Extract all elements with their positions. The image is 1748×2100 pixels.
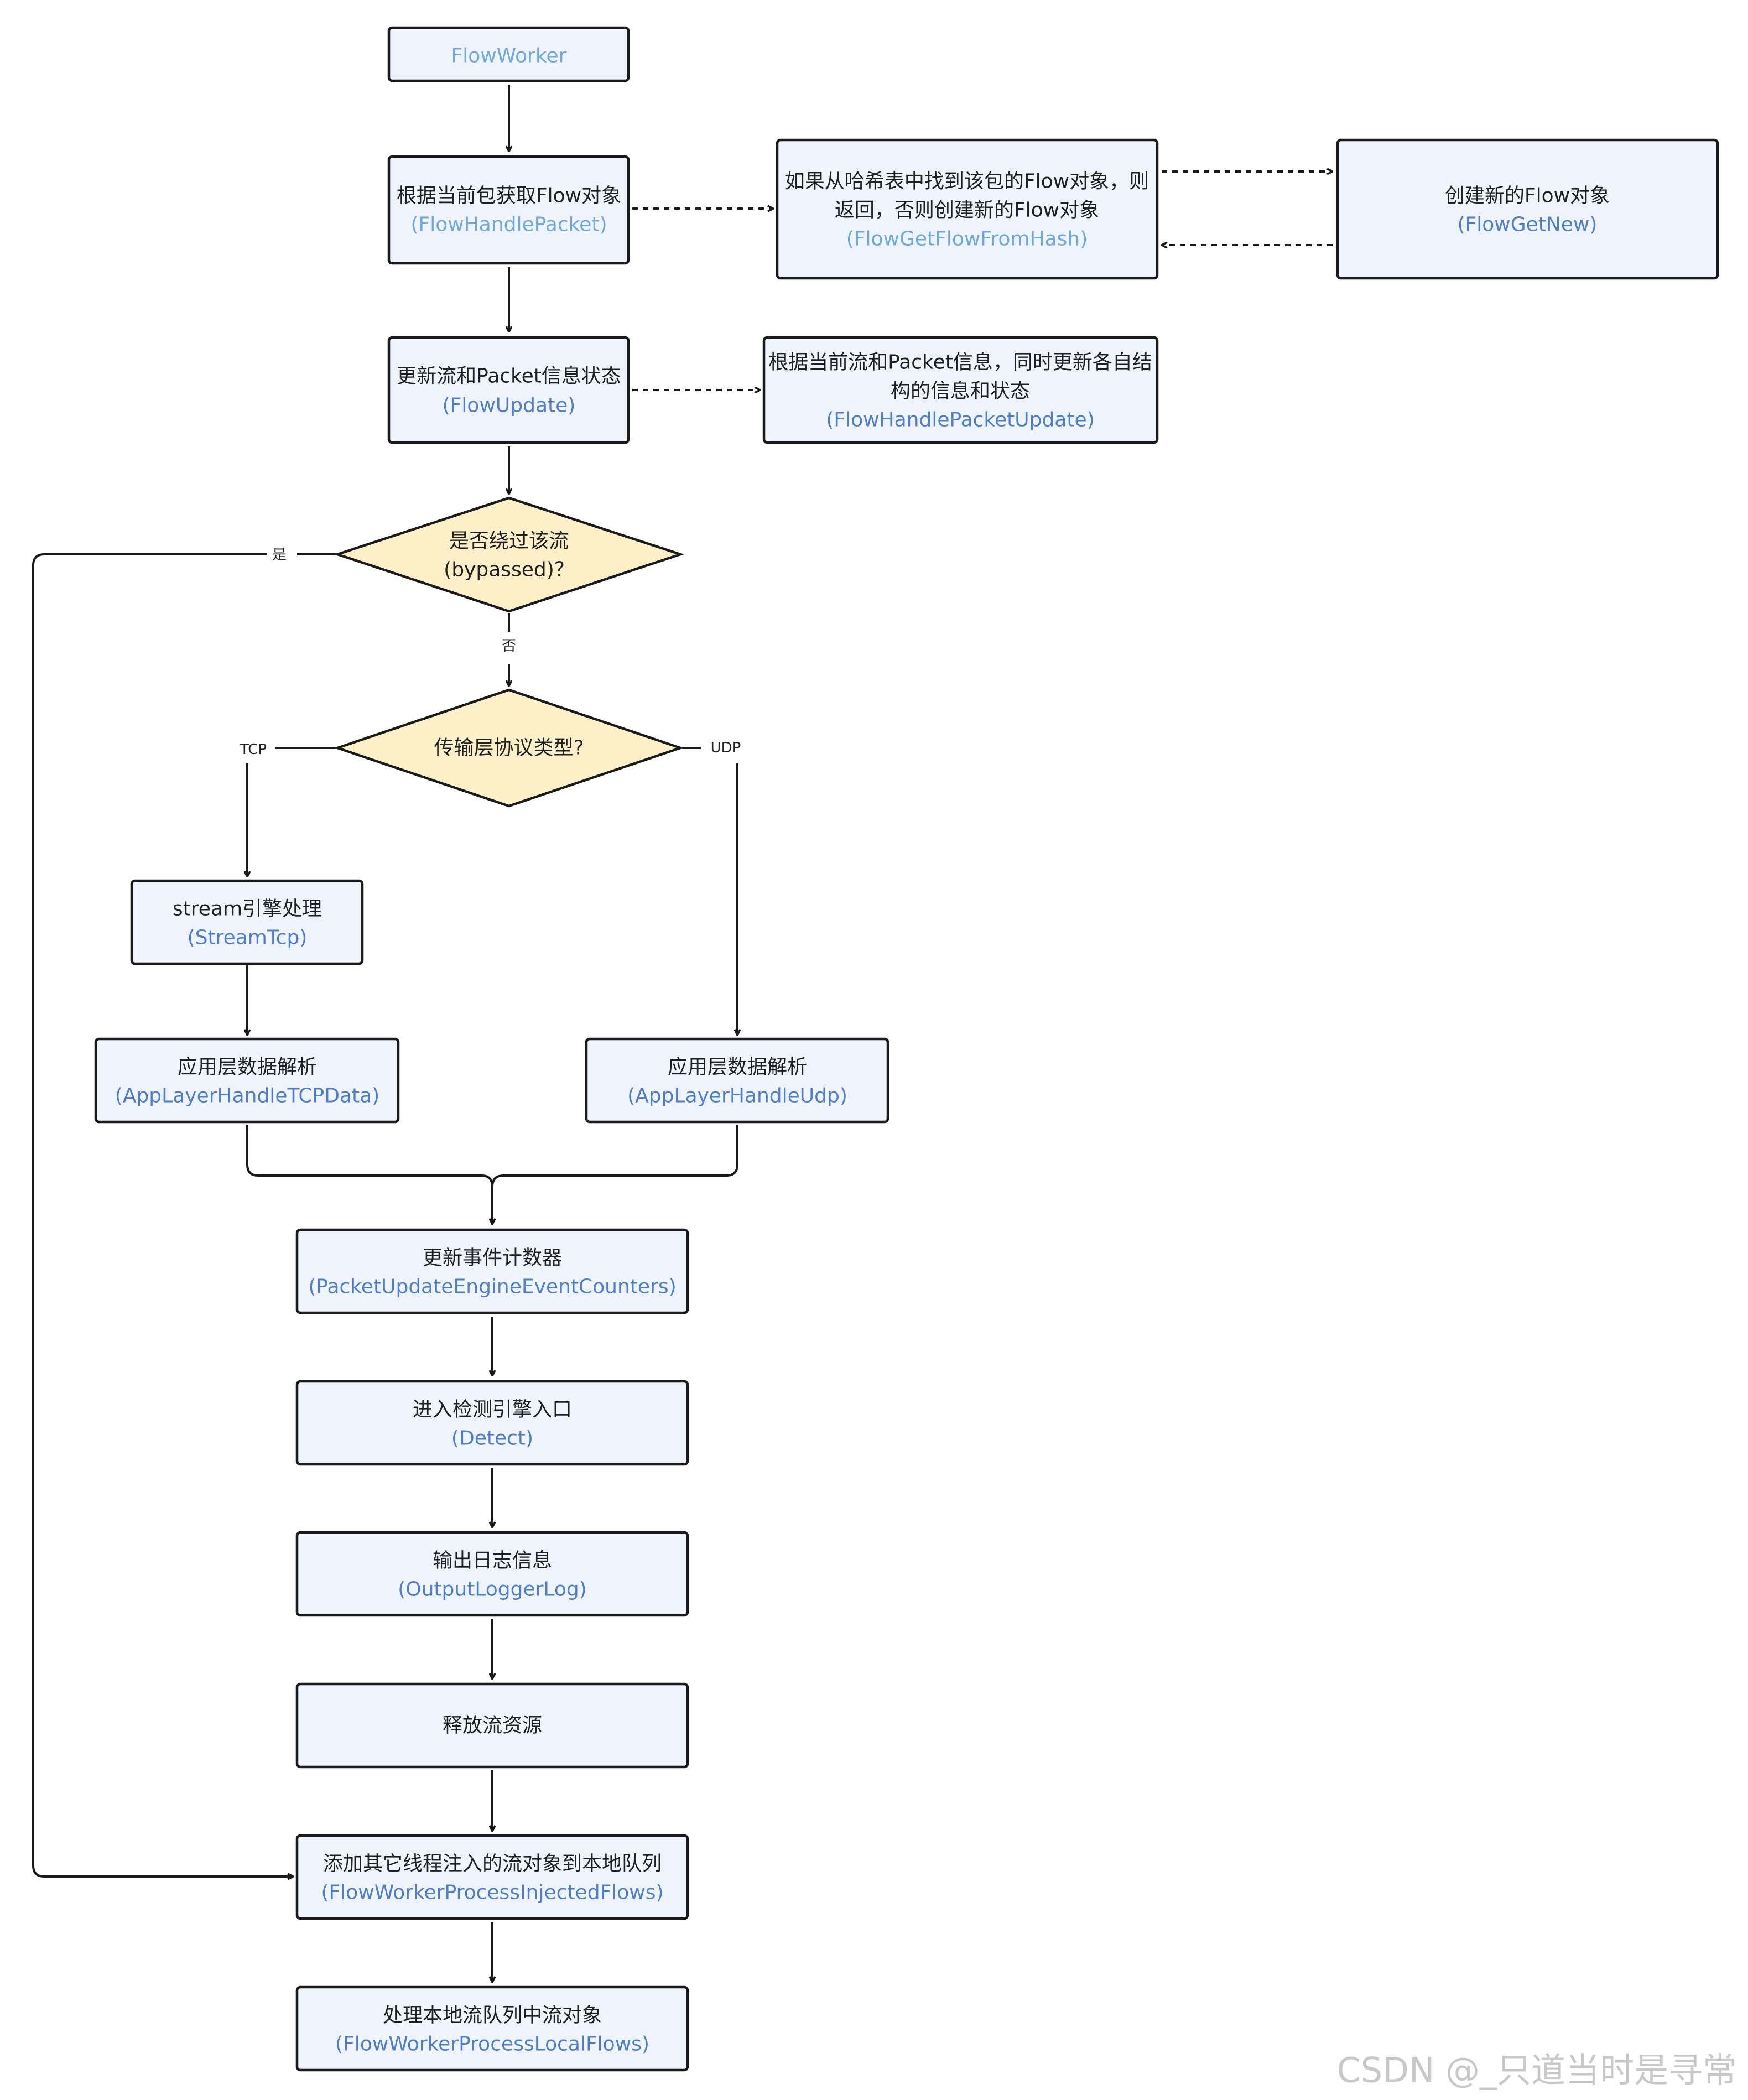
node-flowworker-label: FlowWorker xyxy=(451,45,566,67)
node-flow-handle-packet: 根据当前包获取Flow对象 (FlowHandlePacket) xyxy=(387,155,630,265)
node-release-flow: 释放流资源 xyxy=(295,1682,689,1769)
node-app-layer-tcp-func: (AppLayerHandleTCPData) xyxy=(115,1085,379,1108)
edge-label-udp: UDP xyxy=(711,740,741,756)
node-output-logger: 输出日志信息 (OutputLoggerLog) xyxy=(295,1531,689,1617)
node-stream-tcp-func: (StreamTcp) xyxy=(188,927,308,949)
node-flow-get-new-func: (FlowGetNew) xyxy=(1458,214,1598,236)
node-flowworker: FlowWorker xyxy=(387,26,630,82)
node-process-injected-flows: 添加其它线程注入的流对象到本地队列 (FlowWorkerProcessInje… xyxy=(295,1834,689,1920)
node-flow-handle-packet-update-line2: 构的信息和状态 xyxy=(891,380,1030,403)
decision-transport-protocol: 传输层协议类型? xyxy=(333,688,685,808)
node-update-event-counters-title: 更新事件计数器 xyxy=(423,1247,562,1270)
edge-bypassed-yes-to-injected xyxy=(32,553,293,1877)
edge-label-tcp: TCP xyxy=(240,741,267,758)
node-flow-update-title: 更新流和Packet信息状态 xyxy=(397,365,621,388)
edges xyxy=(32,85,1333,1982)
node-flow-get-flow-from-hash-func: (FlowGetFlowFromHash) xyxy=(846,228,1088,251)
decision-bypassed-line1: 是否绕过该流 xyxy=(449,530,569,553)
node-flow-update-func: (FlowUpdate) xyxy=(443,394,576,417)
node-flow-get-flow-from-hash-line1: 如果从哈希表中找到该包的Flow对象，则 xyxy=(785,170,1149,193)
node-detect-func: (Detect) xyxy=(451,1427,533,1450)
node-update-event-counters-func: (PacketUpdateEngineEventCounters) xyxy=(308,1276,676,1298)
node-flow-handle-packet-update-func: (FlowHandlePacketUpdate) xyxy=(826,409,1094,432)
node-process-injected-flows-title: 添加其它线程注入的流对象到本地队列 xyxy=(323,1853,662,1875)
node-flow-get-new: 创建新的Flow对象 (FlowGetNew) xyxy=(1336,138,1719,280)
decision-bypassed: 是否绕过该流 (bypassed)？ xyxy=(333,496,685,613)
node-output-logger-title: 输出日志信息 xyxy=(433,1550,552,1572)
node-flow-handle-packet-update: 根据当前流和Packet信息，同时更新各自结 构的信息和状态 (FlowHand… xyxy=(762,336,1159,444)
node-stream-tcp-title: stream引擎处理 xyxy=(173,898,322,921)
node-flow-get-new-title: 创建新的Flow对象 xyxy=(1445,185,1610,207)
node-detect: 进入检测引擎入口 (Detect) xyxy=(295,1380,689,1466)
decision-bypassed-line2: (bypassed)？ xyxy=(444,559,574,581)
node-update-event-counters: 更新事件计数器 (PacketUpdateEngineEventCounters… xyxy=(295,1228,689,1314)
node-process-local-flows-func: (FlowWorkerProcessLocalFlows) xyxy=(335,2033,649,2056)
node-release-flow-title: 释放流资源 xyxy=(443,1714,542,1737)
node-flow-get-flow-from-hash-line2: 返回，否则创建新的Flow对象 xyxy=(835,199,1099,222)
node-process-local-flows: 处理本地流队列中流对象 (FlowWorkerProcessLocalFlows… xyxy=(295,1985,689,2072)
node-flow-handle-packet-func: (FlowHandlePacket) xyxy=(411,214,607,236)
node-app-layer-udp-title: 应用层数据解析 xyxy=(668,1056,807,1079)
decision-transport-protocol-label: 传输层协议类型? xyxy=(434,737,584,760)
node-process-injected-flows-func: (FlowWorkerProcessInjectedFlows) xyxy=(321,1881,663,1904)
edge-label-no: 否 xyxy=(502,638,516,654)
edge-label-yes: 是 xyxy=(272,547,287,563)
node-app-layer-udp-func: (AppLayerHandleUdp) xyxy=(627,1085,847,1108)
node-app-layer-tcp: 应用层数据解析 (AppLayerHandleTCPData) xyxy=(94,1037,400,1124)
csdn-watermark: CSDN @_只道当时是寻常 xyxy=(1337,2050,1737,2091)
node-flow-handle-packet-title: 根据当前包获取Flow对象 xyxy=(397,185,621,207)
node-app-layer-tcp-title: 应用层数据解析 xyxy=(178,1056,317,1079)
node-stream-tcp: stream引擎处理 (StreamTcp) xyxy=(130,879,364,965)
node-flow-get-flow-from-hash: 如果从哈希表中找到该包的Flow对象，则 返回，否则创建新的Flow对象 (Fl… xyxy=(776,138,1159,280)
node-app-layer-udp: 应用层数据解析 (AppLayerHandleUdp) xyxy=(585,1037,889,1124)
node-process-local-flows-title: 处理本地流队列中流对象 xyxy=(383,2004,602,2027)
edge-app-udp-to-counters xyxy=(491,1125,738,1187)
node-flow-handle-packet-update-line1: 根据当前流和Packet信息，同时更新各自结 xyxy=(768,351,1152,374)
node-output-logger-func: (OutputLoggerLog) xyxy=(398,1578,587,1601)
node-flow-update: 更新流和Packet信息状态 (FlowUpdate) xyxy=(387,336,630,444)
edge-app-tcp-to-counters xyxy=(246,1125,492,1224)
node-detect-title: 进入检测引擎入口 xyxy=(413,1399,572,1421)
